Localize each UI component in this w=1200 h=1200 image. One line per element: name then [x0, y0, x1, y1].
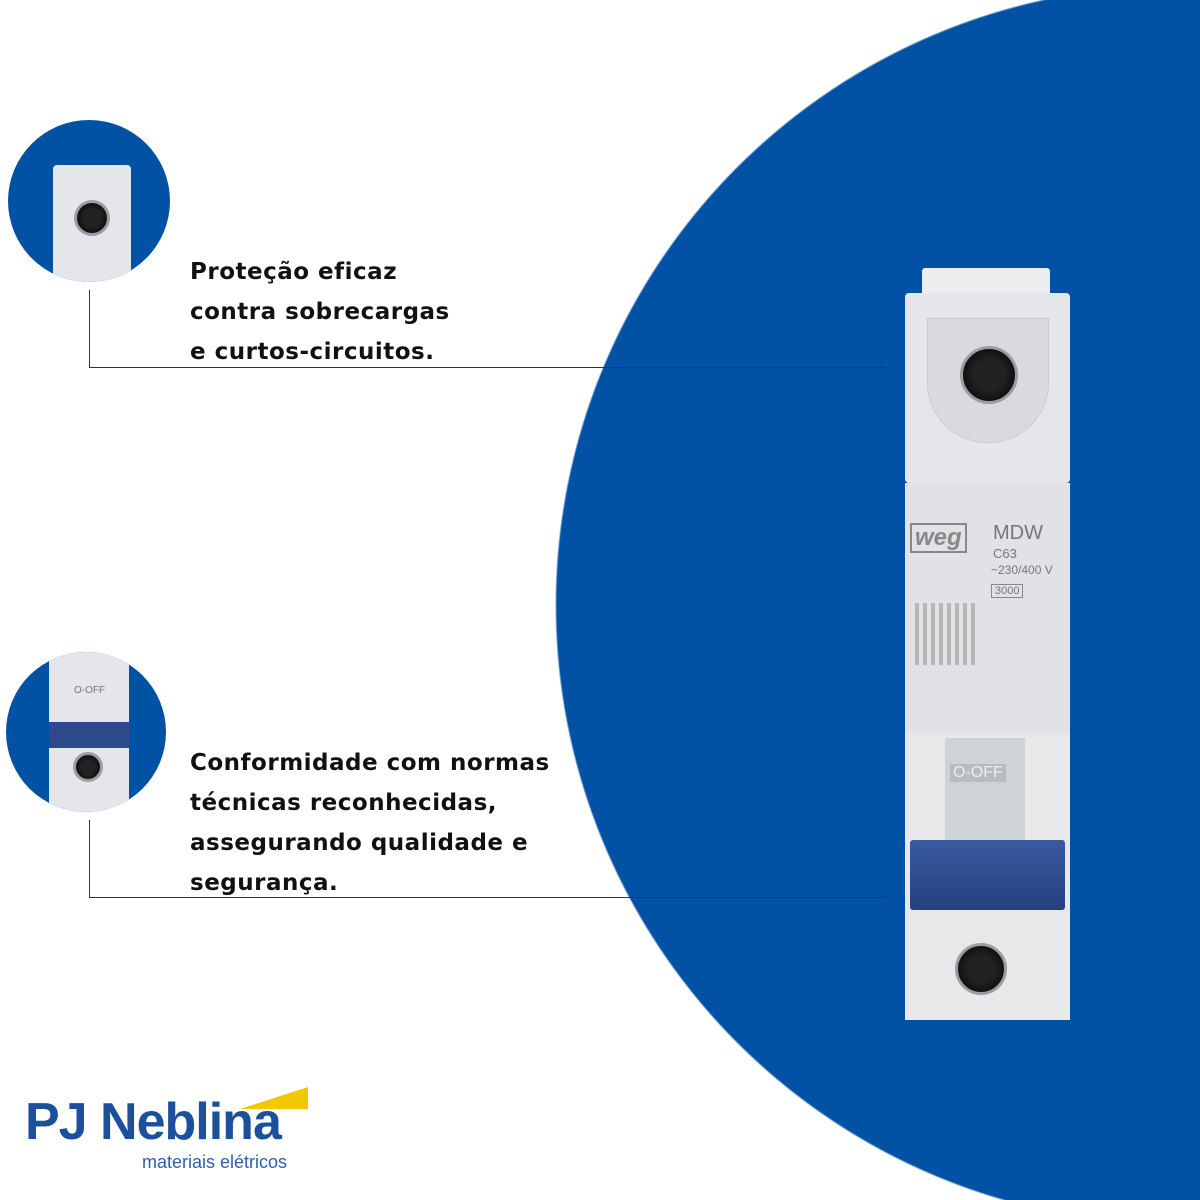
callout-line-2-horizontal [89, 897, 886, 898]
feature-text-protection: Proteção eficaz contra sobrecargas e cur… [190, 259, 450, 365]
circuit-breaker-image: weg MDW C63 ~230/400 V 3000 O-OFF [905, 268, 1070, 1020]
callout-line-1-vertical [89, 290, 90, 368]
model-label: MDW [993, 522, 1043, 544]
company-logo: PJ Neblina [25, 1093, 282, 1151]
company-tagline: materiais elétricos [142, 1152, 288, 1172]
logo-accent-shape [240, 1087, 308, 1109]
blue-background-circle [555, 0, 1200, 1200]
screw-icon [955, 943, 1007, 995]
screw-icon [74, 200, 110, 236]
screw-icon [960, 346, 1018, 404]
qr-code [915, 603, 977, 665]
brand-logo: weg [910, 523, 967, 554]
off-label: O-OFF [950, 764, 1006, 782]
voltage-label: ~230/400 V [991, 563, 1053, 577]
feature-text-compliance: Conformidade com normas técnicas reconhe… [190, 750, 550, 896]
switch-window [945, 738, 1025, 843]
switch-handle [49, 722, 129, 748]
rating-label: C63 [993, 546, 1017, 561]
screw-icon [73, 752, 103, 782]
detail-thumbnail-terminal [8, 120, 170, 282]
thumb-off-label: O-OFF [74, 685, 106, 696]
capacity-label: 3000 [991, 584, 1024, 599]
switch-handle [910, 840, 1065, 910]
callout-line-1-horizontal [89, 367, 886, 368]
callout-line-2-vertical [89, 820, 90, 898]
detail-thumbnail-switch: O-OFF [6, 652, 166, 812]
